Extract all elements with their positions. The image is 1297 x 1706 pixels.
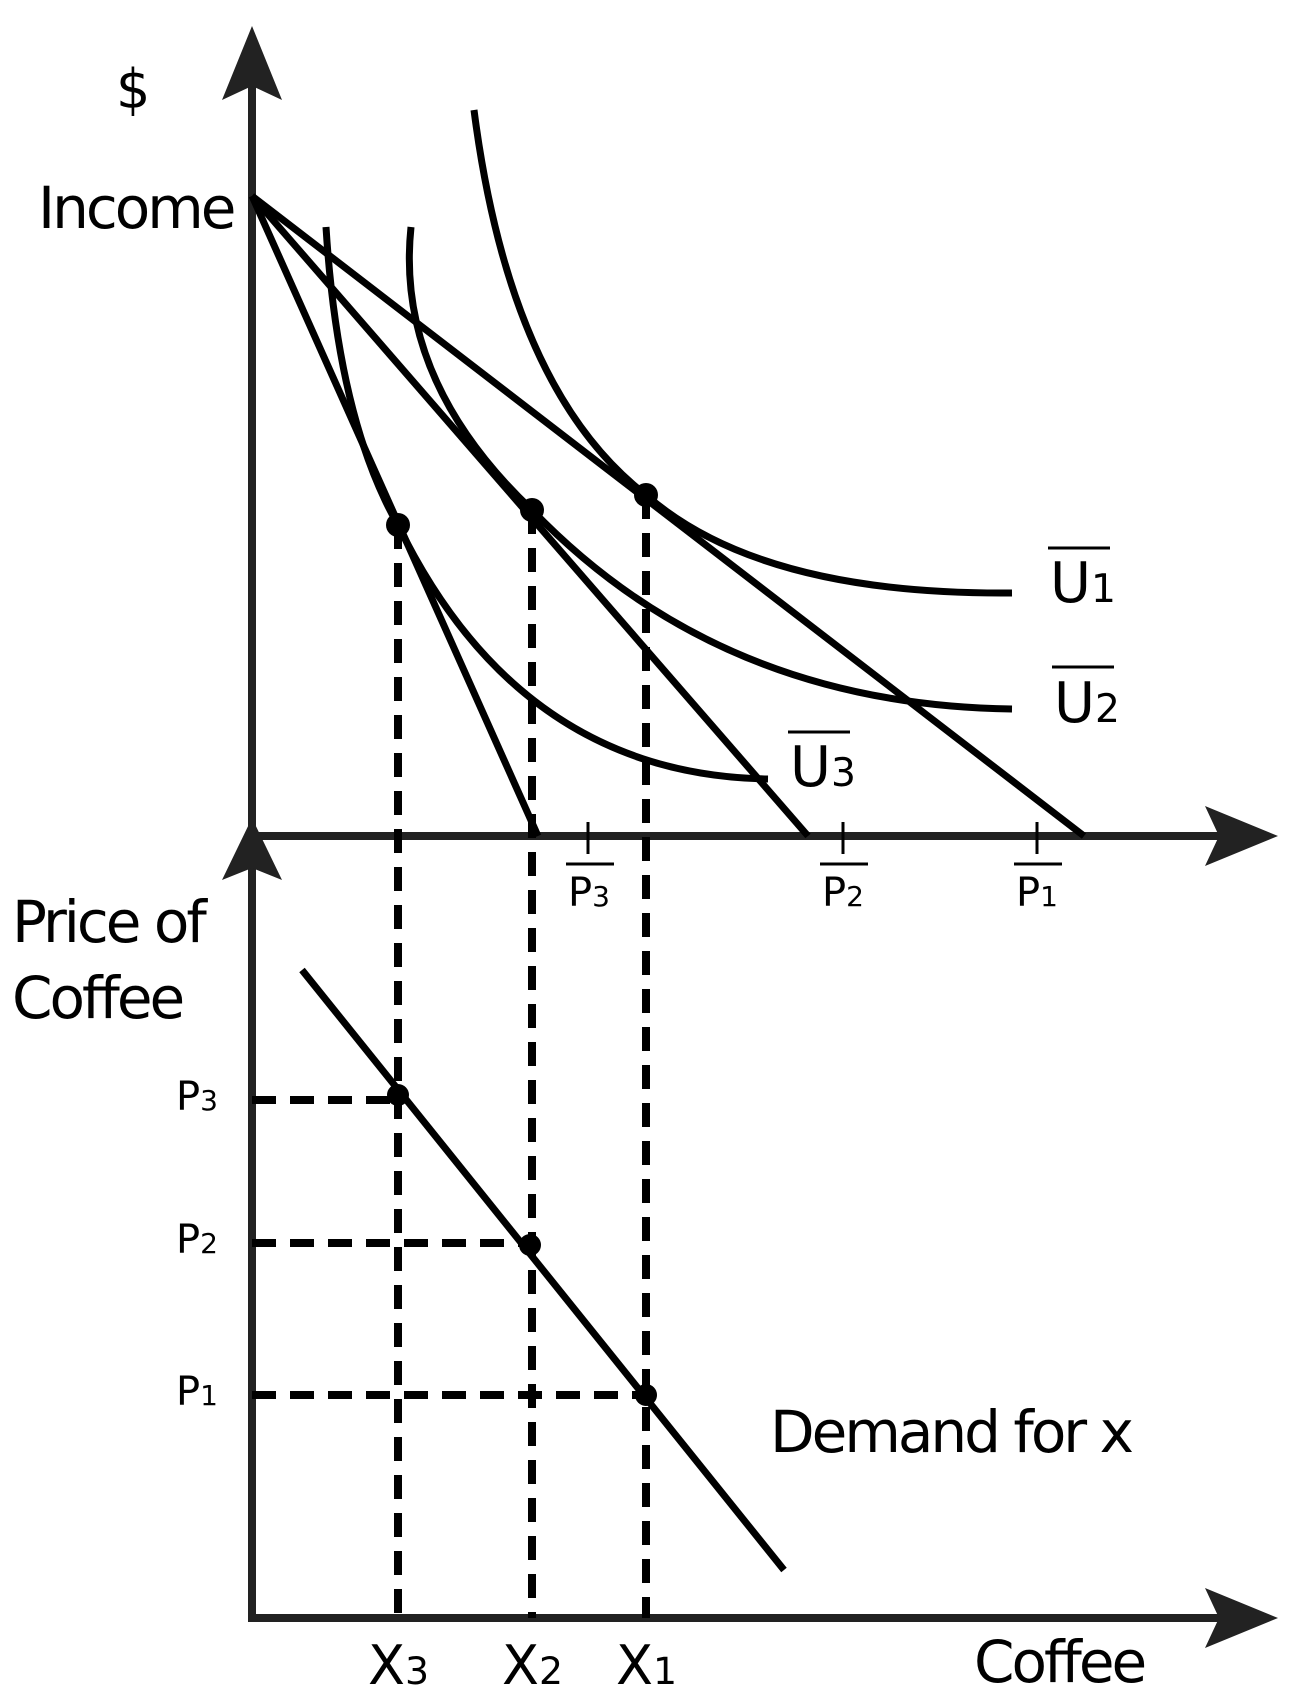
quantity-label-x2: X2 xyxy=(502,1634,563,1697)
svg-text:U2: U2 xyxy=(1054,671,1120,736)
optimum-point-2 xyxy=(520,498,544,522)
indifference-curve-u3 xyxy=(322,226,769,783)
label-u1: U1 xyxy=(1048,546,1116,616)
demand-point-3 xyxy=(387,1084,409,1106)
top-y-axis-arrowhead xyxy=(222,26,282,100)
bottom-y-axis-arrowhead xyxy=(222,818,282,880)
label-budget-p3: P3 xyxy=(566,862,614,916)
demand-point-1 xyxy=(635,1384,657,1406)
demand-label: Demand for x xyxy=(770,1398,1133,1466)
indifference-curve-u1 xyxy=(470,109,1013,597)
bottom-x-axis-arrowhead xyxy=(1205,1588,1278,1648)
price-label-p3: P3 xyxy=(176,1074,218,1120)
label-u2: U2 xyxy=(1052,665,1120,736)
svg-text:P3: P3 xyxy=(568,870,610,916)
svg-text:P2: P2 xyxy=(822,870,864,916)
optimum-point-1 xyxy=(634,483,658,507)
label-budget-p1: P1 xyxy=(1014,862,1062,916)
svg-text:U3: U3 xyxy=(790,735,856,800)
demand-curve xyxy=(299,967,787,1573)
coffee-axis-label: Coffee xyxy=(974,1628,1145,1696)
label-u3: U3 xyxy=(788,730,856,800)
price-axis-label-line2: Coffee xyxy=(12,964,183,1032)
svg-text:U1: U1 xyxy=(1050,551,1116,616)
income-label: Income xyxy=(38,174,234,242)
price-label-p2: P2 xyxy=(176,1217,218,1263)
top-x-axis-arrowhead xyxy=(1205,806,1278,866)
label-budget-p2: P2 xyxy=(820,862,868,916)
demand-point-2 xyxy=(519,1234,541,1256)
price-axis-label-line1: Price of xyxy=(12,888,208,956)
dollar-axis-label: $ xyxy=(116,58,150,121)
quantity-label-x3: X3 xyxy=(368,1634,429,1697)
quantity-label-x1: X1 xyxy=(616,1634,677,1697)
indifference-curve-u2 xyxy=(405,226,1013,713)
svg-text:P1: P1 xyxy=(1016,870,1058,916)
optimum-point-3 xyxy=(386,513,410,537)
price-label-p1: P1 xyxy=(176,1369,218,1415)
